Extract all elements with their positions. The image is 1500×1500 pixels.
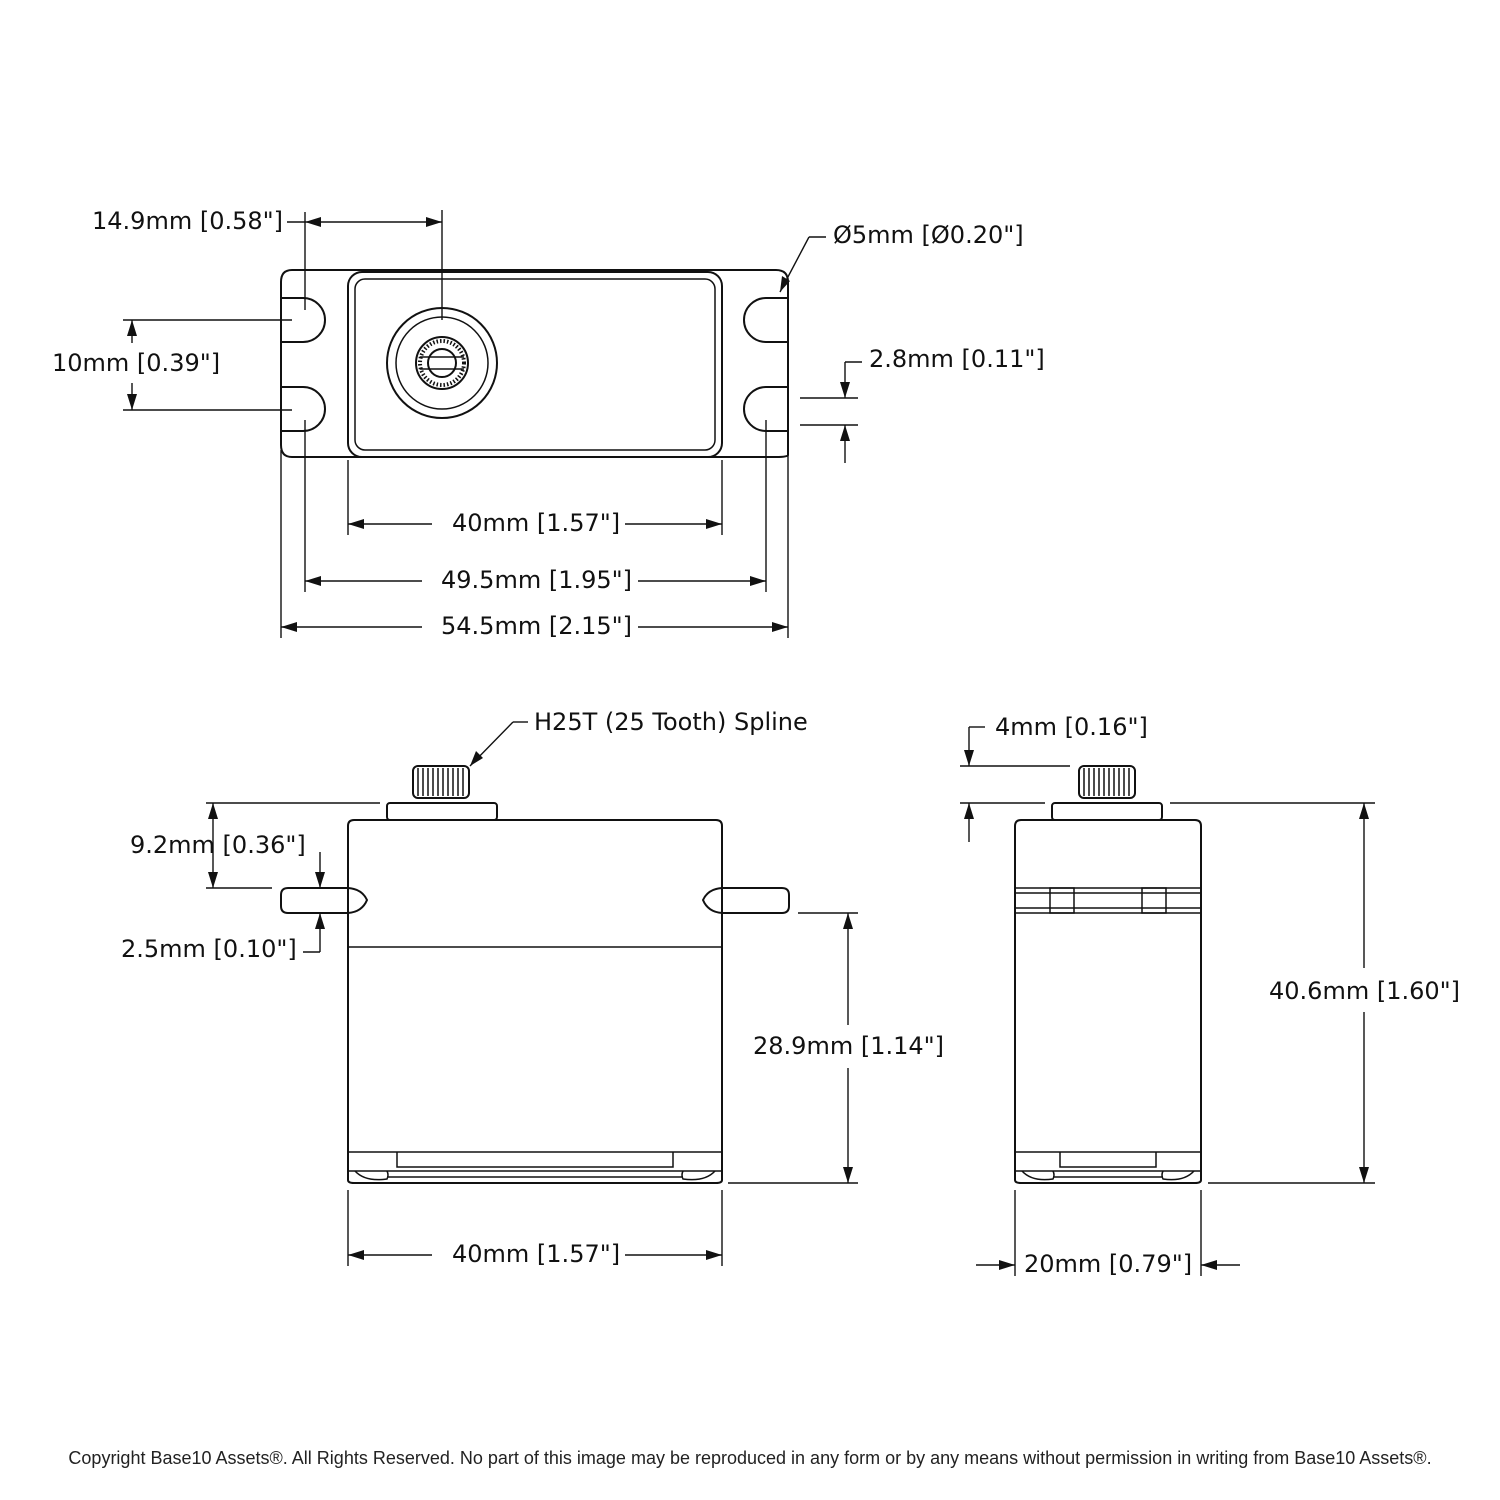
dim-slot-width: 2.8mm [0.11"] — [869, 345, 1045, 373]
output-boss-outer — [386, 307, 498, 419]
dim-hole-spacing: 10mm [0.39"] — [52, 349, 220, 377]
dim-pin-offset: 14.9mm [0.58"] — [92, 207, 283, 235]
left-lower-slot — [280, 386, 326, 432]
side-case — [347, 819, 723, 1184]
top-view: 14.9mm [0.58"] Ø5mm [Ø0.20"] 10mm [0.39"… — [52, 207, 1045, 640]
end-case — [1014, 819, 1202, 1184]
output-boss-ring — [395, 316, 489, 410]
side-boss — [386, 802, 498, 821]
right-lower-slot — [743, 386, 789, 432]
copyright-notice: Copyright Base10 Assets®. All Rights Res… — [68, 1448, 1432, 1468]
dim-flange-height: 9.2mm [0.36"] — [130, 831, 306, 859]
dim-side-body-length: 40mm [1.57"] — [452, 1240, 620, 1268]
dim-body-width: 20mm [0.79"] — [1024, 1250, 1192, 1278]
spline-teeth — [418, 339, 466, 387]
dim-hole-centers: 49.5mm [1.95"] — [441, 566, 632, 594]
spline-hole — [427, 348, 457, 378]
side-right-flange — [702, 887, 790, 914]
left-upper-slot — [280, 297, 326, 343]
right-upper-slot — [743, 297, 789, 343]
dim-spline-height: 4mm [0.16"] — [995, 713, 1148, 741]
dim-flange-thickness: 2.5mm [0.10"] — [121, 935, 297, 963]
dim-overall-length: 54.5mm [2.15"] — [441, 612, 632, 640]
dim-top-body-length: 40mm [1.57"] — [452, 509, 620, 537]
spline-outer — [415, 336, 469, 390]
side-left-flange — [280, 887, 368, 914]
top-case-inner — [354, 278, 716, 451]
dim-shaft-diameter: Ø5mm [Ø0.20"] — [833, 221, 1024, 249]
end-boss — [1051, 802, 1163, 821]
top-flange-outline — [280, 269, 789, 458]
top-case-outer — [347, 271, 723, 458]
dim-overall-height: 40.6mm [1.60"] — [1269, 977, 1460, 1005]
side-view: H25T (25 Tooth) Spline 9.2mm [0.36"] 2.5… — [121, 708, 944, 1268]
dim-mount-height: 28.9mm [1.14"] — [753, 1032, 944, 1060]
end-spline — [1078, 765, 1136, 799]
spline-note: H25T (25 Tooth) Spline — [534, 708, 808, 736]
side-spline — [412, 765, 470, 799]
end-view: 4mm [0.16"] 40.6mm [1.60"] 20mm [0.79"] — [960, 713, 1460, 1278]
